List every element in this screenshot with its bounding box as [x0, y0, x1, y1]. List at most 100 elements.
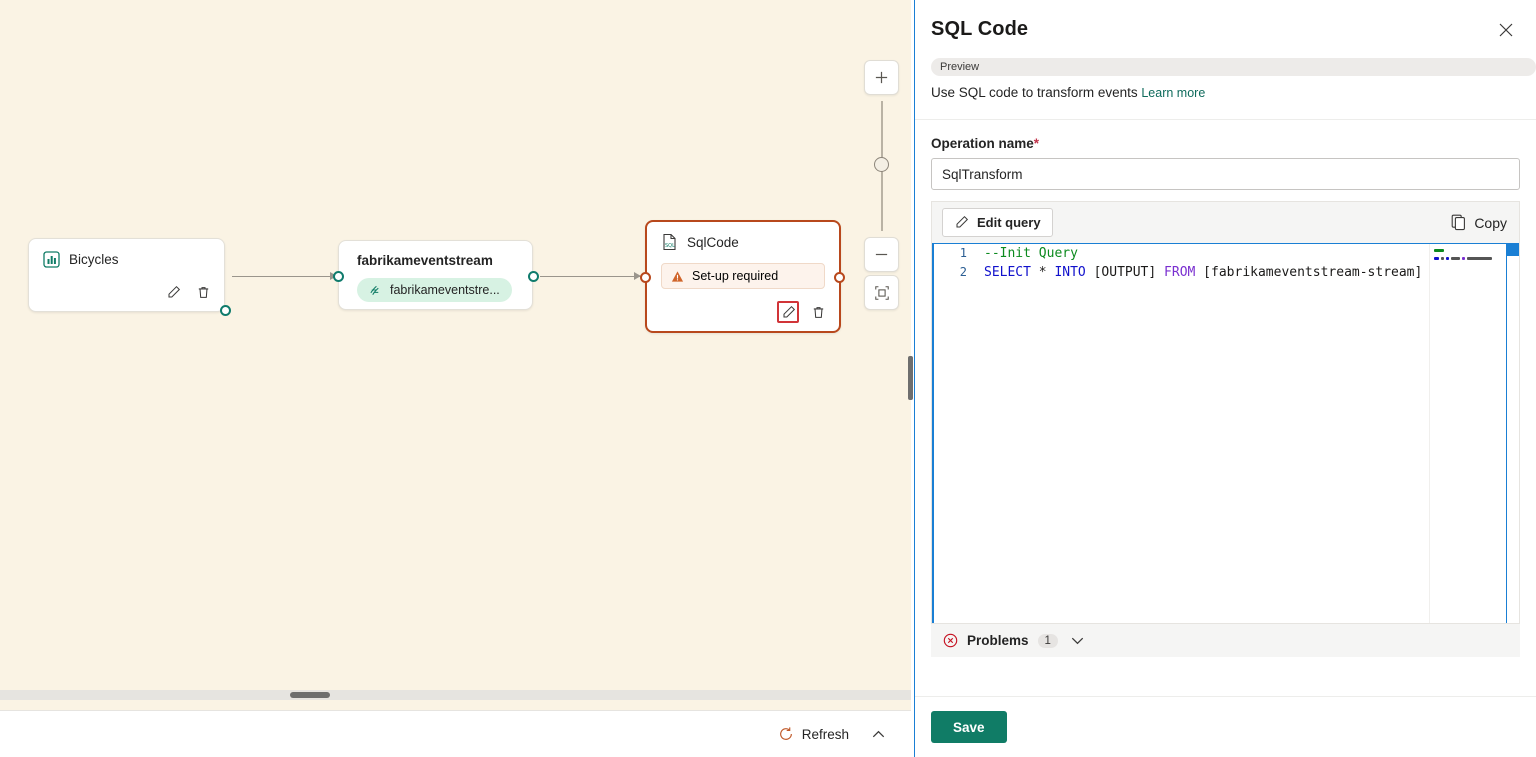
minimap-token [1451, 256, 1460, 260]
editor-minimap[interactable] [1429, 244, 1505, 623]
canvas-node-bicycles[interactable]: Bicycles [28, 238, 231, 316]
panel-subtitle-text: Use SQL code to transform events [931, 85, 1138, 100]
refresh-button[interactable]: Refresh [778, 726, 849, 742]
code-token: --Init Query [984, 246, 1078, 261]
edit-pencil-icon[interactable] [777, 301, 799, 323]
panel-footer: Save [915, 696, 1536, 757]
eventstream-pill-label: fabrikameventstre... [390, 283, 500, 297]
edge-arrow-2 [634, 272, 641, 280]
fit-to-screen-button[interactable] [864, 275, 899, 310]
panel-splitter[interactable] [908, 0, 914, 757]
zoom-controls [864, 60, 899, 310]
node-title-label: fabrikameventstream [357, 253, 493, 268]
svg-text:SQL: SQL [665, 243, 675, 249]
close-icon[interactable] [1492, 16, 1520, 44]
minimap-token [1434, 256, 1439, 260]
node-status-area: Set-up required [647, 263, 839, 289]
problems-bar[interactable]: Problems 1 [931, 624, 1520, 657]
editor-vertical-scrollbar[interactable] [1506, 244, 1519, 623]
minimap-line [1434, 256, 1503, 260]
node-input-port[interactable] [640, 272, 651, 283]
delete-trash-icon[interactable] [192, 281, 214, 303]
warning-triangle-icon [671, 270, 684, 283]
canvas-node-sqlcode[interactable]: SQL SqlCode Set-up [640, 220, 845, 333]
stream-icon [369, 284, 382, 297]
node-output-port[interactable] [834, 272, 845, 283]
edge-eventstream-to-sqlcode [540, 276, 640, 277]
flow-canvas-surface[interactable]: Bicycles [0, 0, 911, 700]
sql-code-panel: SQL Code Preview Use SQL code to transfo… [915, 0, 1536, 757]
code-token: INTO [1054, 265, 1086, 280]
operation-name-input[interactable] [931, 158, 1520, 190]
minimap-token [1434, 248, 1444, 252]
required-asterisk: * [1033, 136, 1040, 151]
line-number: 2 [959, 265, 967, 279]
line-number: 1 [959, 246, 967, 260]
flow-canvas-pane[interactable]: Bicycles [0, 0, 911, 757]
minimap-token [1441, 256, 1444, 260]
canvas-node-fabrikameventstream[interactable]: fabrikameventstream fabrikameventstre... [333, 240, 539, 310]
node-header: fabrikameventstream [339, 241, 532, 268]
zoom-slider[interactable] [864, 101, 899, 231]
node-output-port[interactable] [528, 271, 539, 282]
minimap-token [1467, 256, 1492, 260]
splitter-drag-handle[interactable] [908, 356, 913, 400]
learn-more-link[interactable]: Learn more [1141, 86, 1206, 100]
status-badge-label: Set-up required [692, 269, 779, 283]
minimap-token [1462, 256, 1465, 260]
node-header: Bicycles [29, 239, 224, 268]
scrollbar-thumb[interactable] [1506, 244, 1519, 256]
panel-subtitle: Use SQL code to transform events Learn m… [931, 85, 1536, 100]
chevron-up-icon[interactable] [867, 723, 889, 745]
edit-query-label: Edit query [977, 215, 1041, 230]
zoom-slider-thumb[interactable] [874, 157, 889, 172]
minimap-token [1446, 256, 1449, 260]
bar-chart-icon [43, 251, 60, 268]
node-title-label: SqlCode [687, 234, 739, 250]
operation-name-field-group: Operation name* [915, 120, 1536, 190]
canvas-horizontal-scrollbar[interactable] [0, 690, 911, 700]
problems-label: Problems [967, 633, 1029, 648]
copy-label: Copy [1474, 214, 1507, 231]
code-token: [OUTPUT] [1085, 265, 1165, 280]
node-output-port[interactable] [220, 305, 231, 316]
node-actions [777, 301, 829, 323]
zoom-in-button[interactable] [864, 60, 899, 95]
code-token: * [1030, 265, 1055, 280]
scrollbar-thumb[interactable] [290, 692, 330, 698]
node-header: SQL SqlCode [647, 222, 839, 251]
node-input-port[interactable] [333, 271, 344, 282]
eventstream-pill[interactable]: fabrikameventstre... [357, 278, 512, 302]
editor-toolbar: Edit query Copy [932, 202, 1519, 243]
minimap-line [1434, 248, 1503, 252]
refresh-label: Refresh [801, 726, 849, 742]
chevron-down-icon[interactable] [1067, 630, 1089, 652]
error-circle-icon [943, 633, 958, 648]
problems-count-badge: 1 [1037, 633, 1058, 648]
delete-trash-icon[interactable] [807, 301, 829, 323]
code-token: SELECT [984, 265, 1031, 280]
refresh-circular-arrow-icon [778, 726, 794, 742]
panel-focus-border [914, 0, 915, 757]
edge-source-to-eventstream [232, 276, 336, 277]
operation-name-label: Operation name* [931, 136, 1520, 151]
header-divider [915, 119, 1536, 120]
panel-header: SQL Code [915, 0, 1536, 41]
copy-button[interactable]: Copy [1451, 214, 1507, 231]
code-token: FROM [1164, 265, 1196, 280]
save-button[interactable]: Save [931, 711, 1007, 743]
copy-icon [1451, 214, 1467, 231]
edit-pencil-icon[interactable] [162, 281, 184, 303]
editor-top-strip [934, 244, 1519, 247]
sql-file-icon: SQL [661, 233, 678, 251]
canvas-bottom-bar: Refresh [0, 710, 911, 757]
zoom-out-button[interactable] [864, 237, 899, 272]
edit-query-button[interactable]: Edit query [942, 208, 1053, 237]
status-badge-setup-required: Set-up required [661, 263, 825, 289]
node-title-label: Bicycles [69, 252, 119, 267]
preview-badge: Preview [931, 58, 1536, 76]
